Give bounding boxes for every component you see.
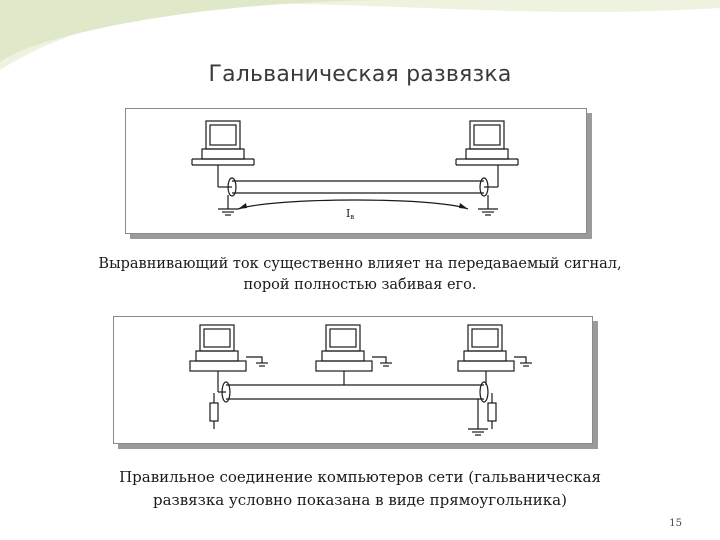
computer-icon-right: [455, 120, 519, 166]
current-label: I: [346, 207, 350, 220]
caption-2-line-1: Правильное соединение компьютеров сети (…: [119, 468, 601, 486]
computer-icon-2: [315, 324, 373, 372]
svg-text:Iв: Iв: [346, 207, 354, 221]
ground-icon-right: [478, 208, 498, 216]
caption-2-line-2: развязка условно показана в виде прямоуг…: [153, 491, 567, 509]
corner-decoration: [0, 0, 720, 70]
computer-icon-left: [191, 120, 255, 166]
caption-ground-loop: Выравнивающий ток существенно влияет на …: [40, 254, 680, 296]
coax-cable: [227, 177, 489, 197]
caption-1-line-2: порой полностью забивая его.: [243, 277, 477, 293]
caption-isolation: Правильное соединение компьютеров сети (…: [40, 466, 680, 512]
isolation-resistor-right: [487, 402, 497, 422]
ground-loop-figure: Iв: [125, 108, 587, 234]
computer-icon-3: [457, 324, 515, 372]
current-path: [237, 199, 469, 210]
current-subscript: в: [350, 213, 354, 221]
computer-icon-1: [189, 324, 247, 372]
page-number: 15: [669, 518, 682, 529]
isolated-network-figure: [113, 316, 593, 444]
slide-title: Гальваническая развязка: [208, 62, 512, 87]
ground-icon: [468, 428, 488, 436]
isolation-resistor-left: [209, 402, 219, 422]
coax-cable: [221, 381, 489, 403]
caption-1-line-1: Выравнивающий ток существенно влияет на …: [98, 256, 622, 272]
ground-icon-left: [218, 208, 238, 216]
